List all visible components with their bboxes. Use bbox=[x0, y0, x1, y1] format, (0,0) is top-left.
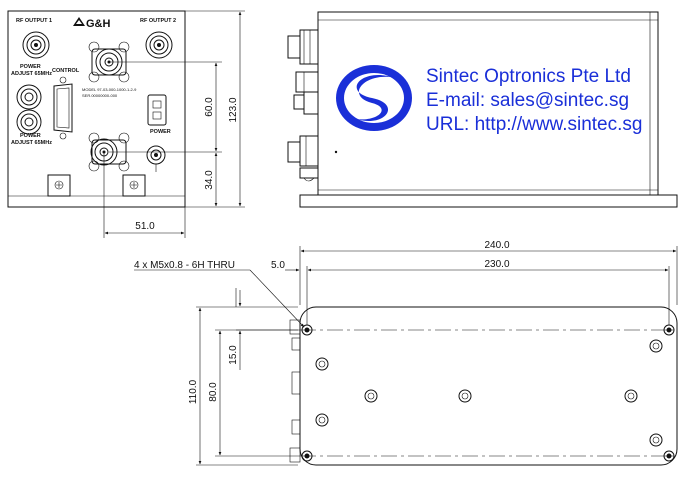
front-right-foot bbox=[122, 174, 146, 197]
side-view bbox=[287, 11, 678, 208]
dim-base-length: 240.0 bbox=[484, 240, 509, 251]
base-plate-outline bbox=[299, 306, 678, 466]
power-input-jack bbox=[146, 145, 166, 172]
dim-hole-span-width: 80.0 bbox=[208, 382, 219, 402]
side-dot-marker bbox=[334, 150, 338, 154]
base-screw bbox=[315, 357, 329, 371]
company-email-link[interactable]: E-mail: sales@sintec.sg bbox=[426, 90, 629, 111]
base-screw bbox=[649, 339, 663, 353]
mount-hole-bottom-left bbox=[301, 450, 313, 462]
power-adjust-b-label-2: ADJUST 65MHz bbox=[11, 140, 52, 146]
side-connector-upper-mid bbox=[295, 71, 319, 93]
front-panel-outline bbox=[7, 10, 186, 208]
side-end-cap bbox=[649, 11, 659, 196]
brand-label: G&H bbox=[86, 18, 111, 30]
power-selector-connector bbox=[147, 94, 167, 126]
front-panel-view: RF OUTPUT 1 RF OUTPUT 2 G&H CONTROL POWE… bbox=[7, 10, 186, 208]
front-panel-dimensions: 123.0 60.0 34.0 51.0 bbox=[103, 10, 245, 238]
base-screw bbox=[649, 433, 663, 447]
power-label: POWER bbox=[150, 129, 171, 135]
side-connector-lower bbox=[287, 135, 319, 167]
hole-callout-label: 4 x M5x0.8 - 6H THRU bbox=[134, 260, 235, 271]
mount-hole-bottom-right bbox=[663, 450, 675, 462]
control-dsub-connector bbox=[53, 76, 73, 140]
base-left-tab-top bbox=[289, 319, 301, 335]
dim-base-width: 110.0 bbox=[188, 379, 199, 404]
dim-front-height: 123.0 bbox=[228, 97, 239, 122]
base-plate-dimensions: 240.0 230.0 5.0 4 x M5x0.8 - 6H THRU 110… bbox=[134, 240, 678, 466]
dim-front-upper: 60.0 bbox=[204, 97, 215, 117]
front-left-foot bbox=[47, 174, 71, 197]
dim-front-lower: 34.0 bbox=[204, 170, 215, 190]
rf-output-2-label: RF OUTPUT 2 bbox=[140, 18, 176, 24]
power-adjust-a-label-1: POWER bbox=[20, 64, 41, 70]
base-left-tab-bottom bbox=[289, 447, 301, 463]
power-adjust-b-label-1: POWER bbox=[20, 133, 41, 139]
base-screw bbox=[315, 413, 329, 427]
sintec-logo-icon bbox=[336, 65, 412, 131]
rf-output-2-connector bbox=[145, 31, 173, 59]
side-connector-mid bbox=[293, 91, 319, 115]
dim-side-offset: 15.0 bbox=[228, 345, 239, 365]
dim-hole-span-length: 230.0 bbox=[484, 259, 509, 270]
company-name: Sintec Optronics Pte Ltd bbox=[426, 66, 631, 87]
side-base-plate bbox=[299, 194, 678, 208]
rf-output-1-label: RF OUTPUT 1 bbox=[16, 18, 52, 24]
model-label: MODEL 97-03-000-1000-1-2-9 bbox=[82, 87, 137, 92]
power-adjust-a-label-2: ADJUST 65MHz bbox=[11, 71, 52, 77]
dim-edge-offset: 5.0 bbox=[271, 260, 285, 271]
company-url-link[interactable]: URL: http://www.sintec.sg bbox=[426, 114, 642, 135]
base-plate-view bbox=[289, 306, 678, 466]
power-adjust-b-knob bbox=[16, 109, 42, 135]
gh-logo-icon bbox=[73, 17, 85, 26]
side-connector-bottom bbox=[299, 167, 319, 182]
base-screw bbox=[624, 389, 638, 403]
base-screw bbox=[458, 389, 472, 403]
power-adjust-a-knob bbox=[16, 84, 42, 110]
serial-label: SER.00000000-000 bbox=[82, 93, 118, 98]
side-connector-top bbox=[287, 29, 319, 65]
rf-output-1-connector bbox=[22, 31, 50, 59]
dim-front-width: 51.0 bbox=[135, 221, 155, 232]
base-screw bbox=[364, 389, 378, 403]
control-label: CONTROL bbox=[52, 68, 80, 74]
